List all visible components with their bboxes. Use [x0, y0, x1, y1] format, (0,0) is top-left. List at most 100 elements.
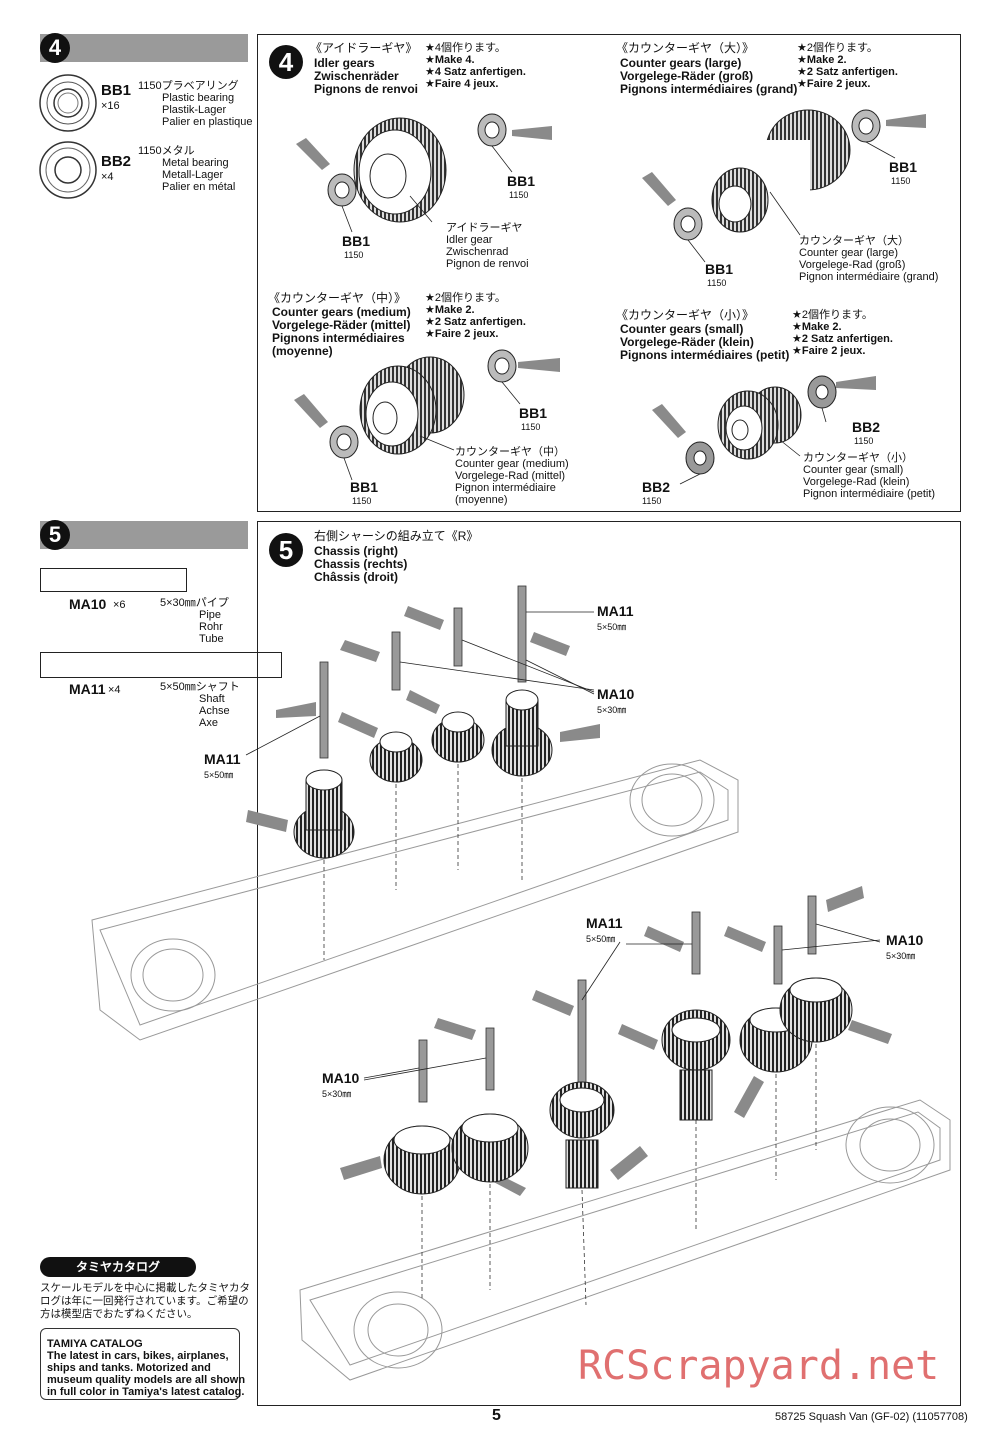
idler-part-de: Zwischenrad	[446, 246, 509, 258]
counter-small-line3: Pignons intermédiaires (petit)	[620, 348, 790, 362]
counter-large-make-en: ★Make 2.	[797, 54, 847, 66]
idler-bb1-left-sub: 1150	[344, 250, 364, 260]
small-part-fr: Pignon intermédiaire (petit)	[803, 488, 936, 500]
counter-small-line2: Vorgelege-Räder (klein)	[620, 335, 754, 349]
large-part-de: Vorgelege-Rad (groß)	[799, 259, 906, 271]
counter-medium-line1: Counter gears (medium)	[272, 305, 411, 319]
bb1-qty: ×16	[101, 100, 120, 112]
bb2-code: BB2	[101, 153, 132, 170]
step5-header-bar	[40, 521, 248, 549]
ma11-code: MA11	[69, 681, 106, 697]
step5-panel-number: 5	[269, 533, 303, 567]
catalog-jp-3: 方は模型店でおたずねください。	[40, 1308, 198, 1320]
idler-make-en: ★Make 4.	[425, 54, 475, 66]
idler-line2: Zwischenräder	[314, 69, 399, 83]
ma11-line1: Shaft	[199, 693, 225, 705]
idler-line1: Idler gears	[314, 56, 375, 70]
counter-medium-make-de: ★2 Satz anfertigen.	[425, 316, 526, 328]
counter-small-make-fr: ★Faire 2 jeux.	[792, 345, 866, 357]
ma10-line2: Rohr	[199, 621, 223, 633]
catalog-jp-1: スケールモデルを中心に掲載したタミヤカタ	[40, 1282, 250, 1294]
step5-title-de: Chassis (rechts)	[314, 557, 408, 571]
ma11-qty: ×4	[108, 684, 121, 696]
bb1-line3: Palier en plastique	[162, 116, 253, 128]
lower-ma10-left: MA10	[322, 1070, 360, 1086]
step4-panel-number: 4	[269, 45, 303, 79]
upper-ma10-sub: 5×30㎜	[597, 705, 627, 715]
large-bb1-right: BB1	[889, 159, 918, 175]
ma11-line2: Achse	[199, 705, 230, 717]
medium-bb1-right: BB1	[519, 405, 548, 421]
small-part-en: Counter gear (small)	[803, 464, 904, 476]
bb2-line3: Palier en métal	[162, 181, 236, 193]
small-part-de: Vorgelege-Rad (klein)	[803, 476, 910, 488]
lower-ma11-sub: 5×50㎜	[586, 934, 616, 944]
counter-small-make-en: ★Make 2.	[792, 321, 842, 333]
catalog-line-3: museum quality models are all shown	[47, 1374, 246, 1386]
medium-part-fr2: (moyenne)	[455, 494, 508, 506]
idler-make-de: ★4 Satz anfertigen.	[425, 66, 526, 78]
counter-medium-line3: Pignons intermédiaires	[272, 331, 405, 345]
counter-medium-make-fr: ★Faire 2 jeux.	[425, 328, 499, 340]
counter-small-jp: 《カウンターギヤ（小）》	[616, 308, 755, 322]
large-bb1-left: BB1	[705, 261, 734, 277]
upper-ma10: MA10	[597, 686, 635, 702]
counter-large-line1: Counter gears (large)	[620, 56, 742, 70]
counter-small-make-de: ★2 Satz anfertigen.	[792, 333, 893, 345]
large-part-en: Counter gear (large)	[799, 247, 899, 259]
catalog-box	[40, 1328, 240, 1400]
idler-jp: 《アイドラーギヤ》	[310, 41, 418, 55]
medium-bb1-left-sub: 1150	[352, 496, 372, 506]
counter-medium-line2: Vorgelege-Räder (mittel)	[272, 318, 411, 332]
counter-large-make-fr: ★Faire 2 jeux.	[797, 78, 871, 90]
catalog-title: TAMIYA CATALOG	[47, 1338, 143, 1350]
footer-model: 58725 Squash Van (GF-02) (11057708)	[775, 1411, 968, 1423]
catalog-line-2: ships and tanks. Motorized and	[47, 1362, 211, 1374]
idler-bb1-right: BB1	[507, 173, 536, 189]
large-part-jp: カウンターギヤ（大）	[799, 235, 909, 247]
bb1-line2: Plastik-Lager	[162, 104, 227, 116]
upper-ma11-right: MA11	[597, 603, 634, 619]
counter-medium-make-jp: ★2個作ります。	[425, 292, 506, 304]
ma11-line3: Axe	[199, 717, 218, 729]
counter-medium-jp: 《カウンターギヤ（中）》	[268, 291, 407, 305]
catalog-line-1: The latest in cars, bikes, airplanes,	[47, 1350, 229, 1362]
ma10-code: MA10	[69, 596, 107, 612]
idler-make-jp: ★4個作ります。	[425, 42, 506, 54]
idler-part-fr: Pignon de renvoi	[446, 258, 529, 270]
lower-ma10-right: MA10	[886, 932, 924, 948]
medium-part-jp: カウンターギヤ（中）	[455, 446, 565, 458]
counter-large-make-jp: ★2個作ります。	[797, 42, 878, 54]
small-bb2-left-sub: 1150	[642, 496, 662, 506]
small-bb2-right: BB2	[852, 419, 881, 435]
counter-large-line3: Pignons intermédiaires (grand)	[620, 82, 798, 96]
bb1-jp: 1150プラベアリング	[138, 80, 239, 92]
upper-ma11-left-sub: 5×50㎜	[204, 770, 234, 780]
small-bb2-left: BB2	[642, 479, 671, 495]
bb2-qty: ×4	[101, 171, 114, 183]
bb1-line1: Plastic bearing	[162, 92, 235, 104]
step4-number: 4	[40, 33, 70, 63]
ma10-line3: Tube	[199, 633, 224, 645]
step4-header-bar	[40, 34, 248, 62]
bb2-line1: Metal bearing	[162, 157, 229, 169]
counter-large-jp: 《カウンターギヤ（大）》	[616, 41, 755, 55]
large-part-fr: Pignon intermédiaire (grand)	[799, 271, 939, 283]
bb2-line2: Metall-Lager	[162, 169, 224, 181]
ma10-jp: 5×30㎜パイプ	[160, 597, 229, 609]
counter-medium-make-en: ★Make 2.	[425, 304, 475, 316]
bb1-code: BB1	[101, 82, 132, 99]
watermark: RCScrapyard.net	[578, 1343, 940, 1389]
counter-large-make-de: ★2 Satz anfertigen.	[797, 66, 898, 78]
ma11-jp: 5×50㎜シャフト	[160, 681, 240, 693]
lower-ma10-left-sub: 5×30㎜	[322, 1089, 352, 1099]
step5-title-en: Chassis (right)	[314, 544, 399, 558]
lower-ma10-right-sub: 5×30㎜	[886, 951, 916, 961]
medium-part-en: Counter gear (medium)	[455, 458, 569, 470]
medium-part-de: Vorgelege-Rad (mittel)	[455, 470, 566, 482]
ma10-line1: Pipe	[199, 609, 222, 621]
counter-small-line1: Counter gears (small)	[620, 322, 744, 336]
idler-line3: Pignons de renvoi	[314, 82, 419, 96]
lower-ma11: MA11	[586, 915, 623, 931]
ma10-part-box	[40, 568, 187, 592]
